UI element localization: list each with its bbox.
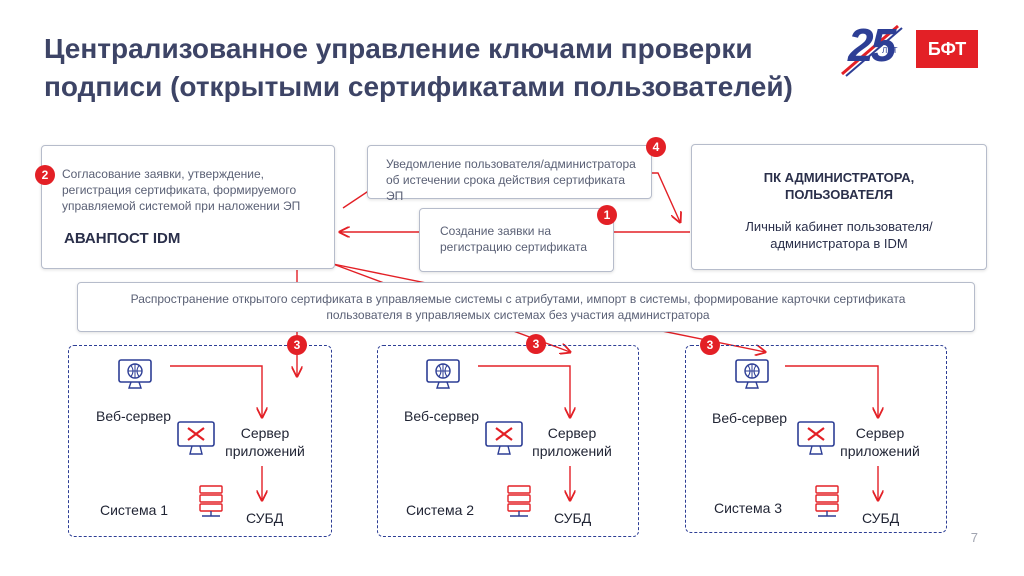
avanpost-idm-box: Согласование заявки, утверждение, регист… bbox=[41, 145, 335, 269]
database-server-icon bbox=[815, 485, 839, 517]
monitor-tools-icon bbox=[485, 421, 523, 455]
system-1-step-badge: 3 bbox=[287, 335, 307, 355]
request-text: Создание заявки на регистрацию сертифика… bbox=[440, 224, 587, 254]
monitor-globe-icon bbox=[426, 359, 460, 389]
step-badge-4: 4 bbox=[646, 137, 666, 157]
logo-anniversary-label: ЛЕТ bbox=[882, 46, 898, 55]
system-2-db-label: СУБД bbox=[554, 510, 592, 526]
monitor-tools-icon bbox=[797, 421, 835, 455]
admin-pc-subtitle: Личный кабинет пользователя/администрато… bbox=[745, 219, 933, 251]
request-box: Создание заявки на регистрацию сертифика… bbox=[419, 208, 614, 272]
logo-swoosh-icon bbox=[841, 24, 903, 77]
page-number: 7 bbox=[970, 530, 978, 545]
system-2-box bbox=[377, 345, 639, 537]
step-badge-1: 1 bbox=[597, 205, 617, 225]
notification-text: Уведомление пользователя/администратора … bbox=[386, 157, 636, 203]
avanpost-description: Согласование заявки, утверждение, регист… bbox=[62, 167, 301, 213]
system-2-app-label: Сервер приложений bbox=[532, 425, 612, 459]
system-2-name: Система 2 bbox=[406, 502, 475, 518]
database-server-icon bbox=[507, 485, 531, 517]
system-1-name: Система 1 bbox=[100, 502, 169, 518]
system-2-step-badge: 3 bbox=[526, 334, 546, 354]
monitor-globe-icon bbox=[735, 359, 769, 389]
system-3-name: Система 3 bbox=[714, 500, 783, 516]
system-3-box bbox=[685, 345, 947, 533]
system-3-db-label: СУБД bbox=[862, 510, 900, 526]
system-1-db-label: СУБД bbox=[246, 510, 284, 526]
distribution-text: Распространение открытого сертификата в … bbox=[130, 292, 906, 322]
slide-title: Централизованное управление ключами пров… bbox=[44, 33, 793, 102]
system-2-web-label: Веб-сервер bbox=[404, 408, 480, 424]
admin-pc-box: ПК АДМИНИСТРАТОРА, ПОЛЬЗОВАТЕЛЯ Личный к… bbox=[691, 144, 987, 270]
logo-badge: БФТ bbox=[916, 30, 978, 68]
step-badge-2: 2 bbox=[35, 165, 55, 185]
system-3-step-badge: 3 bbox=[700, 335, 720, 355]
admin-pc-title: ПК АДМИНИСТРАТОРА, ПОЛЬЗОВАТЕЛЯ bbox=[763, 170, 915, 202]
distribution-box: Распространение открытого сертификата в … bbox=[77, 282, 975, 332]
monitor-globe-icon bbox=[118, 359, 152, 389]
notification-box: Уведомление пользователя/администратора … bbox=[367, 145, 652, 203]
logo-anniversary-number: 25 bbox=[848, 19, 896, 71]
company-logo: 25 ЛЕТ БФТ bbox=[836, 18, 986, 78]
system-3-app-label: Сервер приложений bbox=[840, 425, 920, 459]
avanpost-name: АВАНПОСТ IDM bbox=[64, 230, 181, 247]
monitor-tools-icon bbox=[177, 421, 215, 455]
system-1-web-label: Веб-сервер bbox=[96, 408, 172, 424]
system-3-web-label: Веб-сервер bbox=[712, 410, 788, 426]
system-1-box bbox=[68, 345, 332, 537]
database-server-icon bbox=[199, 485, 223, 517]
system-1-app-label: Сервер приложений bbox=[225, 425, 305, 459]
